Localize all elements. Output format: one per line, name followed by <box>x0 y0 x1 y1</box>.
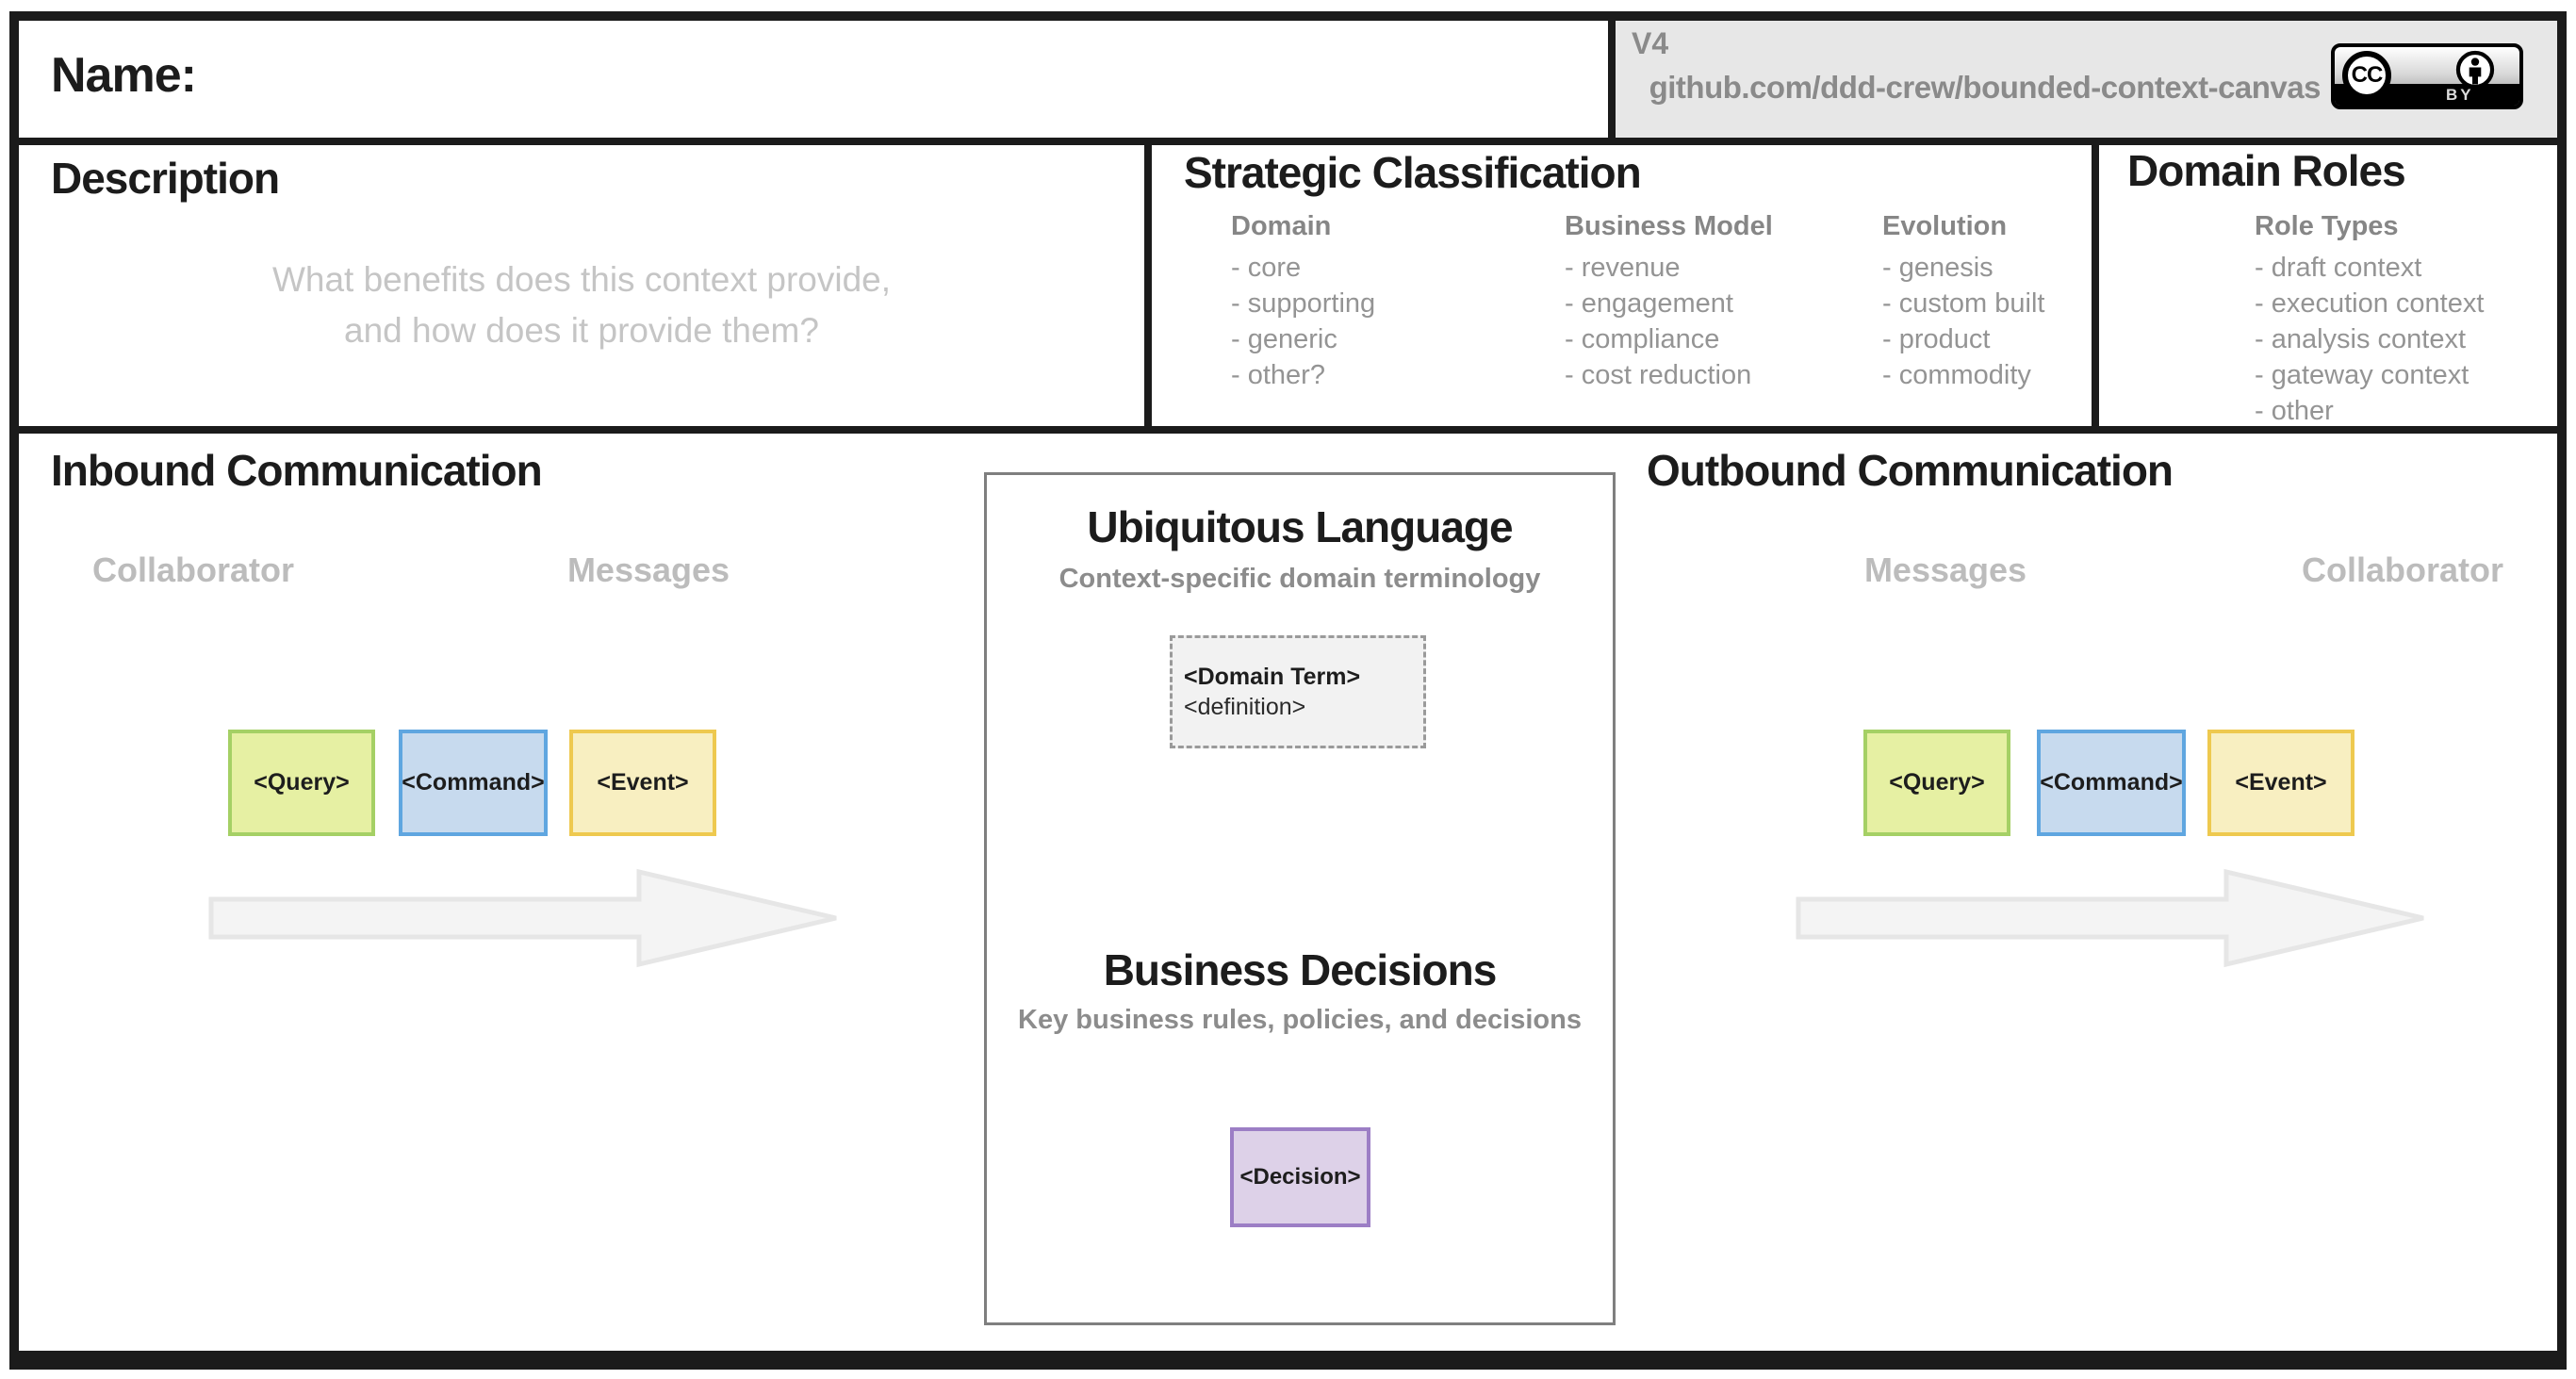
divider-vertical-2 <box>1144 145 1152 426</box>
domain-roles-list: Role Types - draft context - execution c… <box>2255 211 2547 429</box>
list-item: - other? <box>1231 360 1325 390</box>
inbound-communication-title: Inbound Communication <box>51 446 543 495</box>
description-placeholder-line2: and how does it provide them? <box>344 311 819 350</box>
list-item: - supporting <box>1231 288 1376 319</box>
strategic-classification-section: Strategic Classification Domain - core -… <box>1152 145 2092 426</box>
list-item: - custom built <box>1882 288 2045 319</box>
strategic-column-domain: Domain - core - supporting - generic - o… <box>1231 211 1542 393</box>
column-header: Business Model <box>1565 211 1773 241</box>
column-header: Domain <box>1231 211 1332 241</box>
list-item: - compliance <box>1565 324 1720 354</box>
domain-roles-title: Domain Roles <box>2127 146 2406 195</box>
outbound-flow-arrow-icon <box>1796 868 2424 968</box>
list-item: - genesis <box>1882 253 1994 283</box>
list-item: - core <box>1231 253 1302 283</box>
name-label: Name: <box>51 48 197 103</box>
inbound-collaborator-label: Collaborator <box>91 550 294 589</box>
list-item: - generic <box>1231 324 1337 354</box>
ubiquitous-language-subtitle: Context-specific domain terminology <box>1058 564 1541 594</box>
description-title: Description <box>51 154 280 203</box>
outbound-messages-label: Messages <box>1863 550 2027 589</box>
list-item: - product <box>1882 324 1991 354</box>
description-section: Description What benefits does this cont… <box>19 145 1144 426</box>
list-item: - cost reduction <box>1565 360 1752 390</box>
inbound-query-card: <Query> <box>228 730 375 836</box>
outbound-collaborator-label: Collaborator <box>2301 550 2503 589</box>
divider-vertical-1 <box>1608 21 1616 138</box>
strategic-column-business-model: Business Model - revenue - engagement - … <box>1565 211 1876 393</box>
strategic-classification-title: Strategic Classification <box>1184 148 1642 197</box>
version-label: V4 <box>1632 26 1669 60</box>
center-panel: Ubiquitous Language Context-specific dom… <box>984 472 1616 1325</box>
repo-url-link[interactable]: github.com/ddd-crew/bounded-context-canv… <box>1649 70 2322 105</box>
cc-logo-icon: CC <box>2342 51 2391 100</box>
outbound-command-card: <Command> <box>2037 730 2186 836</box>
inbound-flow-arrow-icon <box>208 868 837 968</box>
cc-by-license-badge: CC BY <box>2331 43 2523 109</box>
list-item: - analysis context <box>2255 324 2467 354</box>
bounded-context-canvas: Name: V4 github.com/ddd-crew/bounded-con… <box>9 11 2567 1370</box>
business-decisions-subtitle: Key business rules, policies, and decisi… <box>1018 1005 1582 1035</box>
list-item: - engagement <box>1565 288 1733 319</box>
description-placeholder: What benefits does this context provide,… <box>19 254 1144 356</box>
divider-horizontal-2 <box>19 426 2557 434</box>
divider-vertical-3 <box>2092 145 2099 426</box>
domain-roles-section: Domain Roles Role Types - draft context … <box>2099 145 2557 426</box>
domain-term-label: <Domain Term> <box>1184 664 1361 690</box>
list-item: - draft context <box>2255 253 2422 283</box>
description-placeholder-line1: What benefits does this context provide, <box>271 260 892 299</box>
divider-horizontal-1 <box>19 138 2557 145</box>
domain-term-card: <Domain Term> <definition> <box>1170 635 1426 748</box>
list-item: - execution context <box>2255 288 2485 319</box>
list-item: - gateway context <box>2255 360 2469 390</box>
by-label: BY <box>2446 86 2474 104</box>
inbound-event-card: <Event> <box>569 730 716 836</box>
ubiquitous-language-title: Ubiquitous Language <box>1087 502 1513 551</box>
domain-term-definition: <definition> <box>1184 694 1306 720</box>
business-decisions-title: Business Decisions <box>1103 945 1498 994</box>
name-section: Name: <box>19 21 1608 138</box>
outbound-communication-title: Outbound Communication <box>1647 446 2174 495</box>
decision-card: <Decision> <box>1230 1127 1370 1227</box>
list-item: - commodity <box>1882 360 2031 390</box>
inbound-command-card: <Command> <box>399 730 548 836</box>
version-section: V4 github.com/ddd-crew/bounded-context-c… <box>1616 21 2557 138</box>
list-item: - revenue <box>1565 253 1681 283</box>
outbound-event-card: <Event> <box>2207 730 2354 836</box>
outbound-query-card: <Query> <box>1863 730 2010 836</box>
strategic-column-evolution: Evolution - genesis - custom built - pro… <box>1882 211 2193 393</box>
column-header: Evolution <box>1882 211 2008 241</box>
inbound-messages-label: Messages <box>566 550 730 589</box>
roles-subtitle: Role Types <box>2255 211 2399 241</box>
attribution-person-icon <box>2455 50 2495 90</box>
list-item: - other <box>2255 396 2334 426</box>
